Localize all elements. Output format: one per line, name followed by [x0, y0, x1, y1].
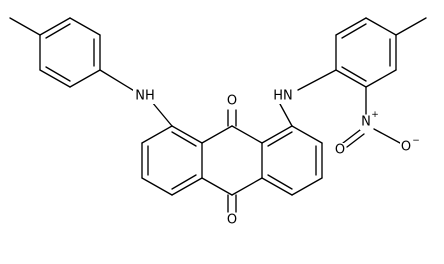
atom-label-nh-left: NH	[133, 88, 157, 104]
anthraquinone-core	[141, 109, 323, 213]
atom-label-nitro-o-double: O	[334, 143, 346, 158]
p-tolyl-ring	[9, 17, 101, 88]
atom-label-nitro-n: N +	[360, 110, 379, 130]
svg-text:NH: NH	[135, 89, 155, 104]
methyl-bond-left	[9, 17, 41, 36]
atom-label-carbonyl-o-bottom: O	[226, 213, 238, 228]
svg-text:O: O	[335, 143, 345, 158]
svg-text:O: O	[401, 140, 411, 155]
nitrotolyl-ring	[335, 17, 427, 115]
svg-text:+: +	[371, 110, 379, 120]
svg-text:O: O	[227, 213, 237, 228]
svg-text:−: −	[412, 136, 420, 146]
atom-label-nitro-o-single: O −	[400, 136, 420, 155]
svg-text:N: N	[361, 115, 371, 130]
methyl-bond-right	[395, 17, 427, 36]
atom-label-carbonyl-o-top: O	[226, 94, 238, 109]
svg-text:O: O	[227, 94, 237, 109]
svg-text:HN: HN	[273, 89, 293, 104]
atom-label-hn-right: HN	[271, 88, 295, 104]
